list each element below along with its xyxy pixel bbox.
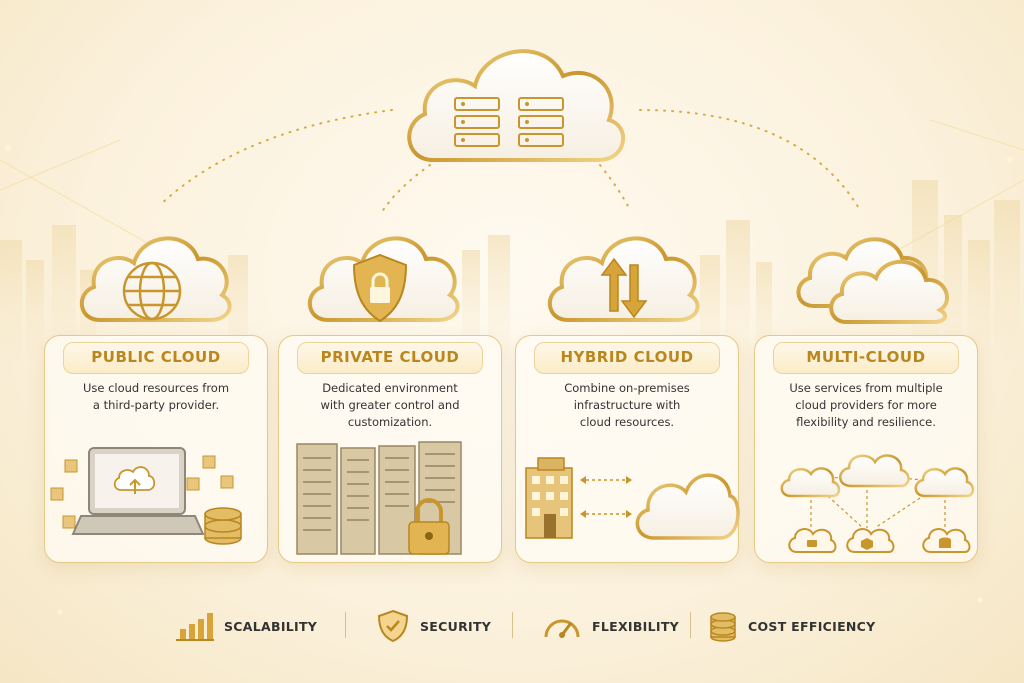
feature-label: SECURITY bbox=[420, 618, 492, 634]
feature-flexibility: FLEXIBILITY bbox=[542, 602, 679, 650]
building-icon bbox=[525, 457, 573, 539]
sync-arrows-icon bbox=[600, 257, 648, 319]
server-stack-icon bbox=[454, 97, 564, 147]
globe-icon bbox=[122, 261, 182, 321]
link-arrows-icon bbox=[586, 479, 626, 515]
shield-check-icon bbox=[377, 609, 409, 643]
feature-security: SECURITY bbox=[376, 602, 491, 650]
card-description: Combine on-premises infrastructure with … bbox=[564, 381, 690, 429]
feature-divider bbox=[690, 612, 691, 638]
card-title-background bbox=[773, 342, 959, 374]
database-icon bbox=[204, 507, 242, 545]
card-private-cloud: PRIVATE CLOUD Dedicated environment with… bbox=[278, 335, 502, 563]
server-rack-icon bbox=[296, 441, 462, 555]
service-node-icon bbox=[788, 528, 971, 553]
small-cloud-icon bbox=[780, 454, 975, 498]
hybrid-cloud-icon bbox=[547, 236, 700, 322]
feature-cost-efficiency: COST EFFICIENCY bbox=[708, 602, 876, 650]
double-cloud-icon bbox=[829, 259, 949, 324]
card-title: PUBLIC CLOUD bbox=[91, 348, 221, 366]
connector-multi bbox=[639, 109, 861, 211]
card-title-background bbox=[63, 342, 249, 374]
feature-label: FLEXIBILITY bbox=[592, 618, 680, 634]
card-public-cloud: PUBLIC CLOUD Use cloud resources from a … bbox=[44, 335, 268, 563]
building-cloud-illustration bbox=[525, 457, 740, 540]
card-hybrid-cloud: HYBRID CLOUD Combine on-premises infrast… bbox=[515, 335, 740, 563]
card-title: HYBRID CLOUD bbox=[560, 348, 694, 366]
shield-lock-icon bbox=[352, 253, 408, 323]
feature-divider bbox=[512, 612, 513, 638]
laptop-icon bbox=[71, 447, 205, 535]
feature-strip: SCALABILITY SECURITY FLEXIBILITY COST EF… bbox=[160, 602, 880, 650]
public-cloud-icon bbox=[79, 236, 232, 322]
cube-icon bbox=[50, 455, 234, 529]
card-multi-cloud: MULTI-CLOUD Use services from multiple c… bbox=[754, 335, 978, 563]
card-title-background bbox=[297, 342, 483, 374]
gauge-icon bbox=[544, 619, 580, 638]
bar-chart-icon bbox=[176, 613, 214, 641]
card-description: Dedicated environment with greater contr… bbox=[320, 381, 460, 429]
feature-divider bbox=[345, 612, 346, 638]
padlock-icon bbox=[408, 498, 450, 555]
feature-label: COST EFFICIENCY bbox=[748, 618, 876, 634]
card-description: Use cloud resources from a third-party p… bbox=[82, 381, 230, 412]
central-cloud bbox=[407, 49, 626, 162]
multi-cloud-icon bbox=[796, 237, 949, 324]
card-title: MULTI-CLOUD bbox=[806, 348, 926, 366]
private-cloud-icon bbox=[307, 236, 460, 323]
connector-public bbox=[159, 109, 393, 206]
laptop-cloud-upload-illustration bbox=[50, 447, 242, 545]
feature-label: SCALABILITY bbox=[224, 618, 318, 634]
coin-stack-icon bbox=[710, 612, 736, 642]
cloud-shape-icon bbox=[635, 473, 740, 540]
cloud-network-illustration bbox=[780, 454, 975, 553]
card-title: PRIVATE CLOUD bbox=[320, 348, 460, 366]
server-racks-illustration bbox=[296, 441, 462, 555]
feature-scalability: SCALABILITY bbox=[176, 602, 317, 650]
card-title-background bbox=[534, 342, 720, 374]
card-description: Use services from multiple cloud provide… bbox=[789, 381, 943, 429]
